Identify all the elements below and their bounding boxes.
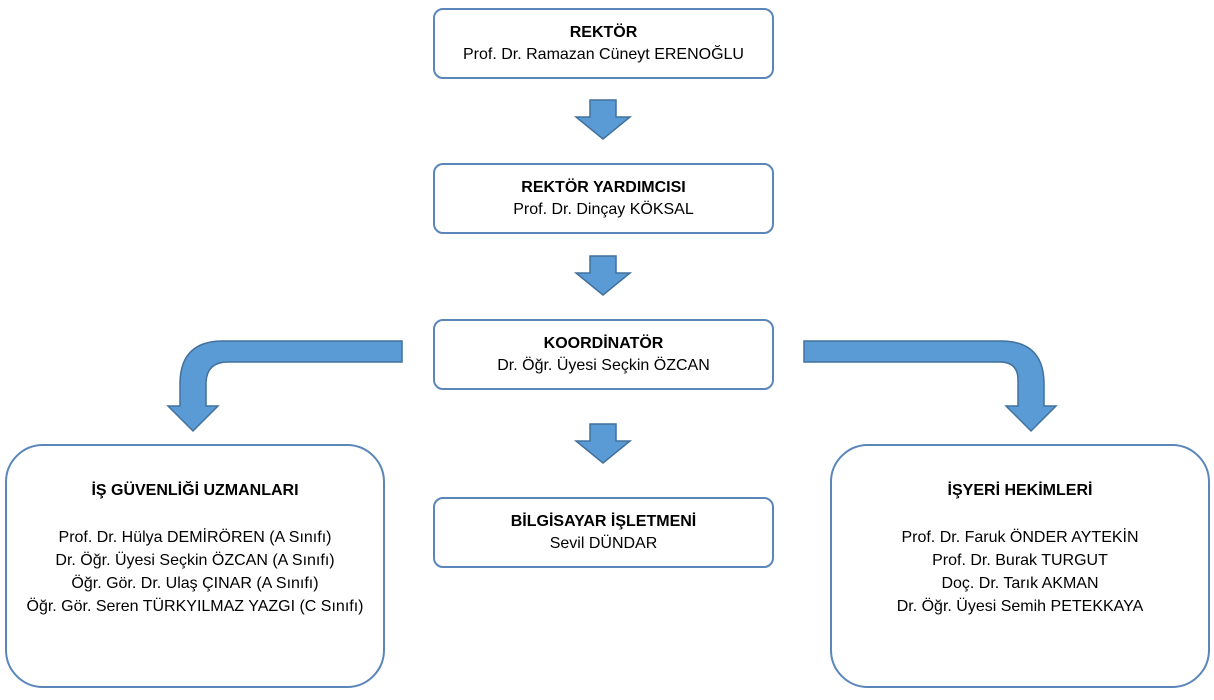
- koordinator-title: KOORDİNATÖR: [543, 334, 664, 352]
- rektor-name: Prof. Dr. Ramazan Cüneyt ERENOĞLU: [463, 45, 744, 63]
- is-guvenligi-title: İŞ GÜVENLİĞİ UZMANLARI: [91, 482, 299, 499]
- is-guvenligi-member: Dr. Öğr. Üyesi Seçkin ÖZCAN (A Sınıfı): [55, 552, 335, 569]
- is-guvenligi-member: Öğr. Gör. Dr. Ulaş ÇINAR (A Sınıfı): [71, 575, 319, 592]
- rektor-yardimcisi-box: REKTÖR YARDIMCISI Prof. Dr. Dinçay KÖKSA…: [433, 163, 774, 234]
- bilgisayar-box: BİLGİSAYAR İŞLETMENİ Sevil DÜNDAR: [433, 497, 774, 568]
- rektor-box: REKTÖR Prof. Dr. Ramazan Cüneyt ERENOĞLU: [433, 8, 774, 79]
- bilgisayar-name: Sevil DÜNDAR: [549, 534, 658, 552]
- isyeri-hekimleri-member: Dr. Öğr. Üyesi Semih PETEKKAYA: [896, 598, 1144, 615]
- isyeri-hekimleri-title: İŞYERİ HEKİMLERİ: [947, 482, 1093, 499]
- rektor-yardimcisi-title: REKTÖR YARDIMCISI: [521, 178, 686, 196]
- is-guvenligi-member: Prof. Dr. Hülya DEMİRÖREN (A Sınıfı): [58, 529, 332, 546]
- bilgisayar-title: BİLGİSAYAR İŞLETMENİ: [510, 512, 697, 530]
- rektor-title: REKTÖR: [569, 23, 638, 41]
- down-arrow-2: [573, 255, 633, 296]
- isyeri-hekimleri-member: Prof. Dr. Faruk ÖNDER AYTEKİN: [901, 529, 1139, 546]
- isyeri-hekimleri-member: Doç. Dr. Tarık AKMAN: [941, 575, 1099, 592]
- koordinator-name: Dr. Öğr. Üyesi Seçkin ÖZCAN: [497, 356, 710, 374]
- is-guvenligi-box: İŞ GÜVENLİĞİ UZMANLARI Prof. Dr. Hülya D…: [5, 444, 385, 688]
- down-arrow-1: [573, 99, 633, 140]
- down-arrow-3: [573, 423, 633, 464]
- isyeri-hekimleri-member: Prof. Dr. Burak TURGUT: [932, 552, 1108, 569]
- is-guvenligi-member: Öğr. Gör. Seren TÜRKYILMAZ YAZGI (C Sını…: [26, 598, 364, 615]
- rektor-yardimcisi-name: Prof. Dr. Dinçay KÖKSAL: [513, 200, 694, 218]
- koordinator-box: KOORDİNATÖR Dr. Öğr. Üyesi Seçkin ÖZCAN: [433, 319, 774, 390]
- isyeri-hekimleri-box: İŞYERİ HEKİMLERİ Prof. Dr. Faruk ÖNDER A…: [830, 444, 1210, 688]
- right-bent-arrow: [803, 340, 1058, 433]
- left-bent-arrow: [166, 340, 403, 433]
